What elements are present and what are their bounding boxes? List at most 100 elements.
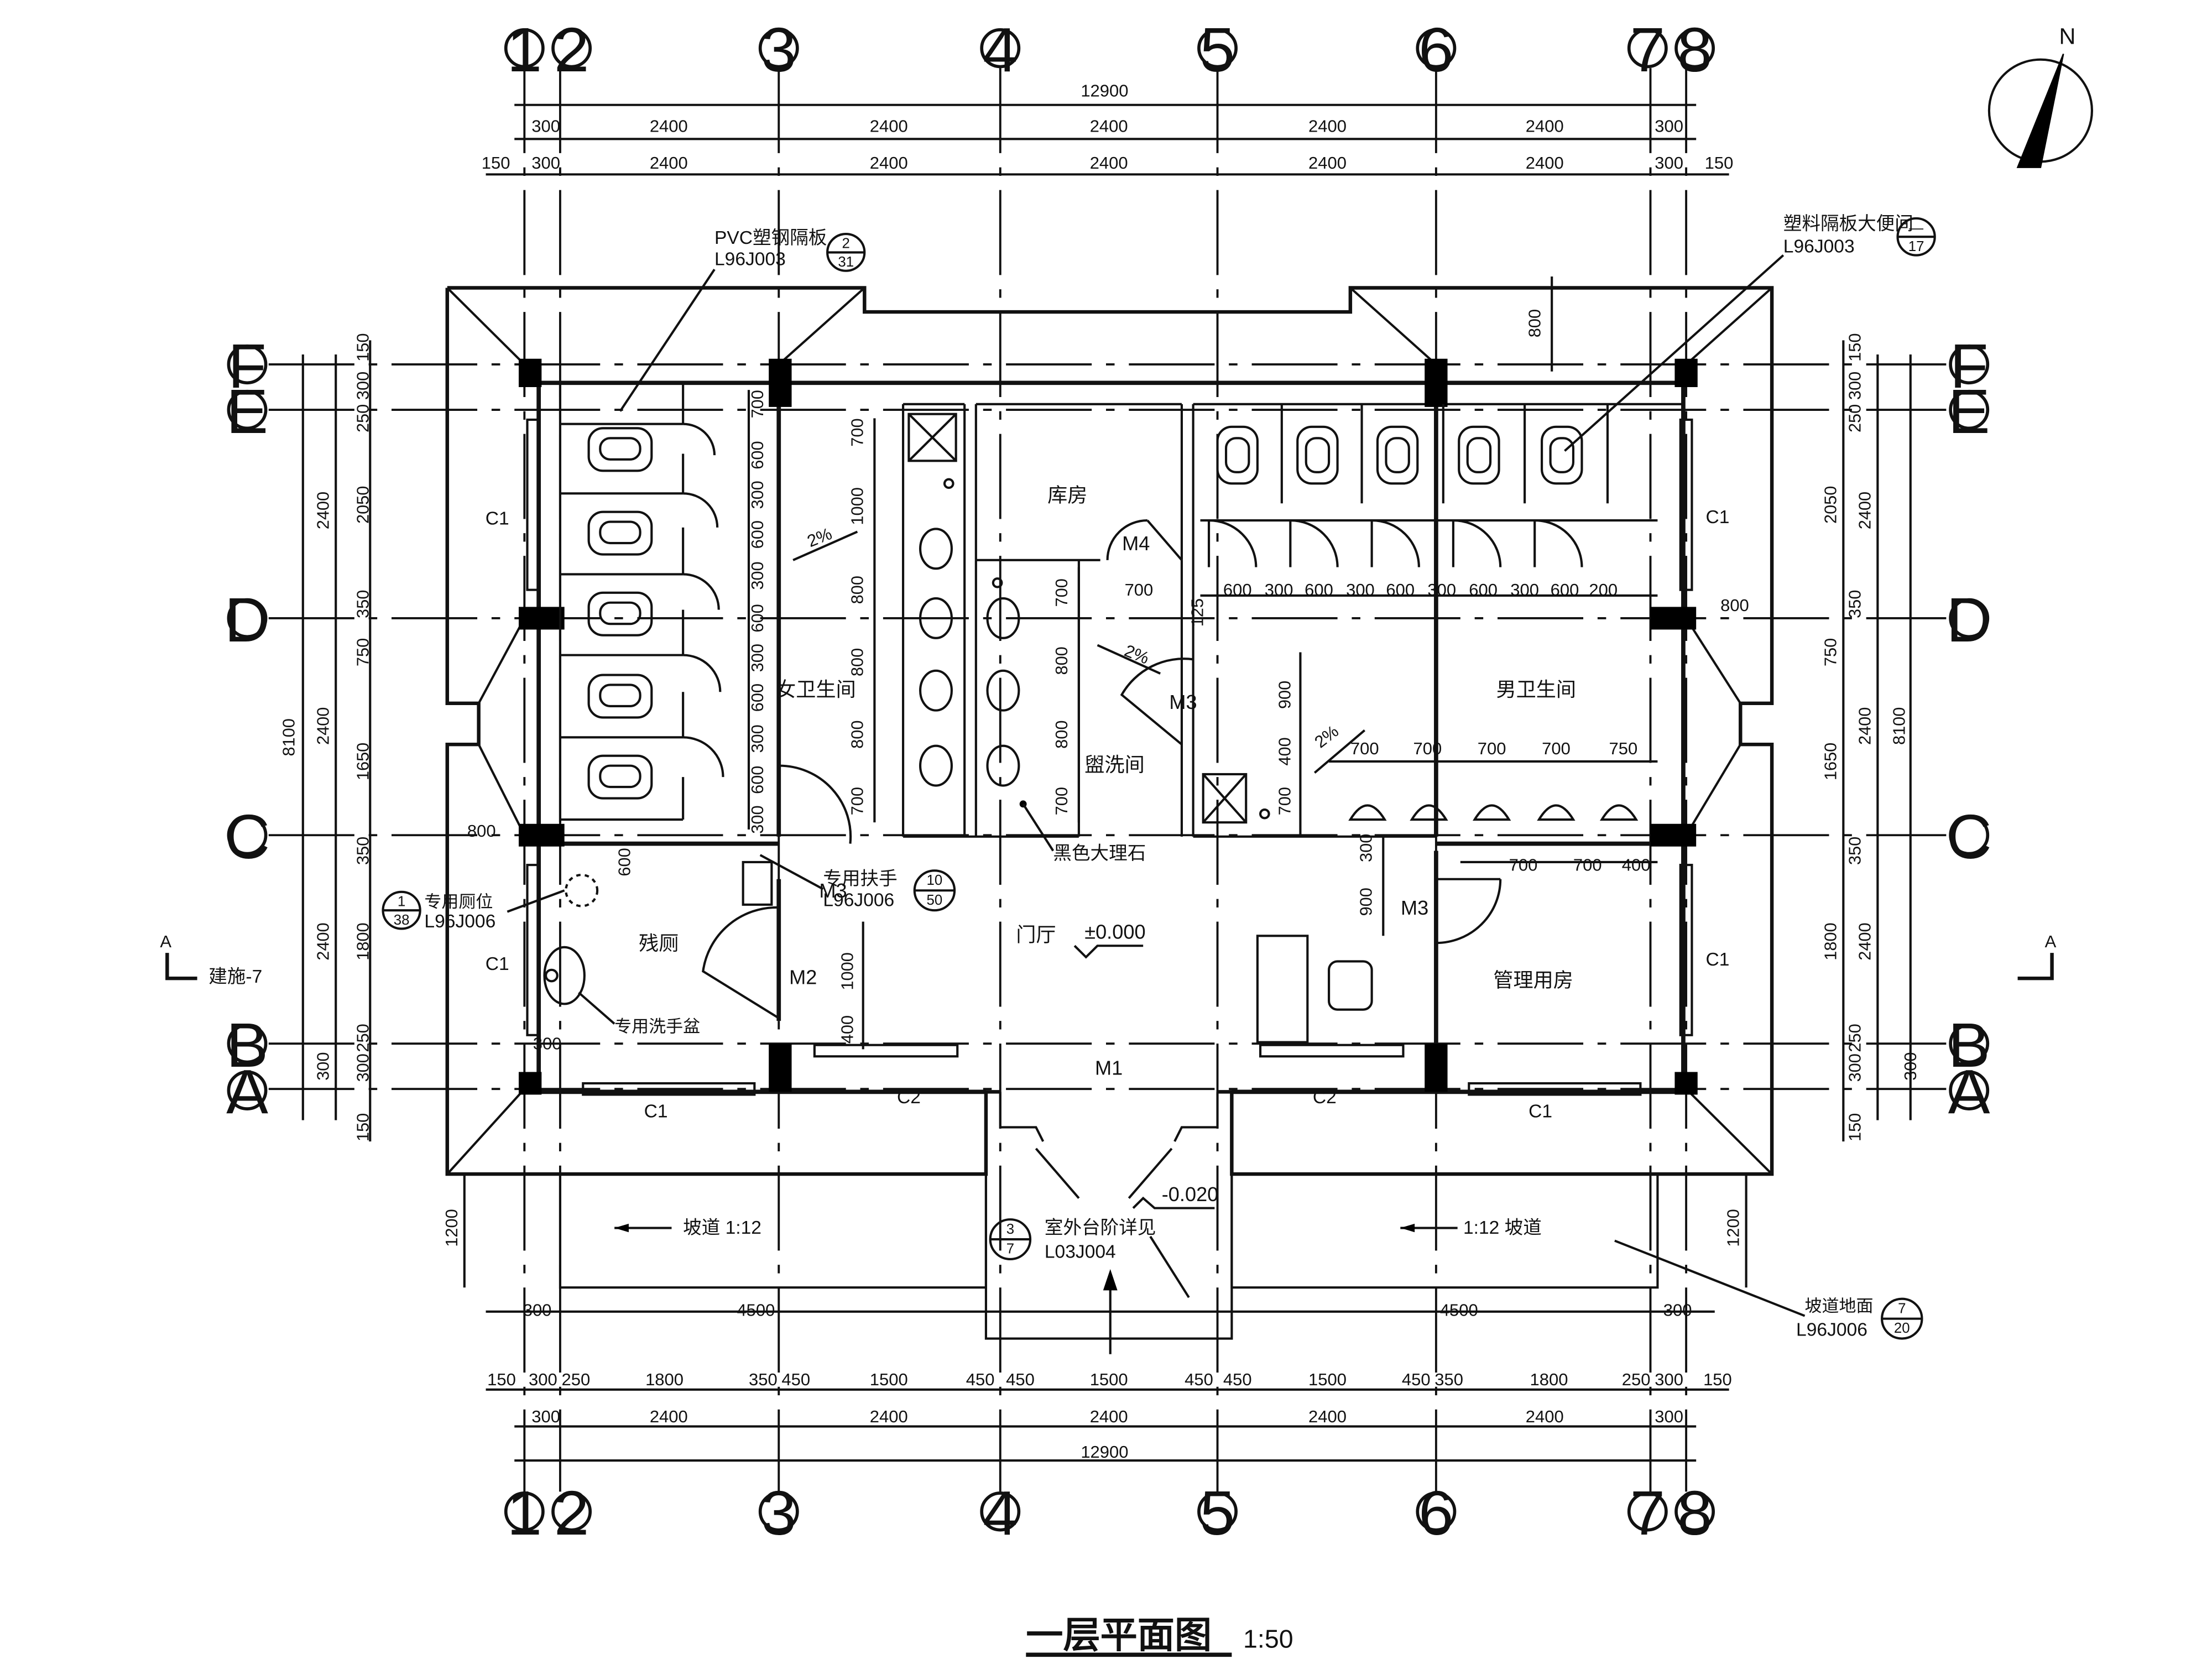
dim-left-o-7: 1650 [353,743,373,780]
door-m1-label: M1 [1095,1057,1123,1079]
svg-text:C: C [225,802,270,872]
misc-dimensions: 800 800 800 [467,276,1749,841]
title-main: 一层平面图 [1026,1615,1212,1656]
svg-text:2: 2 [554,1478,589,1548]
note-steps-ref: L03J004 [1045,1241,1116,1262]
dim-125: 125 [1188,598,1207,627]
axis-bubble-F-right: F [1949,331,1990,401]
room-hall: 门厅 [1016,924,1056,946]
section-mark-right: A [2045,932,2057,951]
dim-left-o-1: 300 [353,372,373,400]
note-marble: 黑色大理石 [1053,843,1146,864]
dim-male-v-2: 700 [1275,787,1294,815]
dim-top-r1-2: 2400 [870,117,908,136]
dim-right-mid-2: 2400 [1855,922,1874,960]
axis-bubbles-right: F E D C B A [1947,331,1992,1126]
dim-m4: 700 [1125,580,1154,599]
dim-1200-left: 1200 [442,1209,461,1246]
dim-male-7: 300 [1510,580,1539,599]
dim-left-o-5: 750 [353,638,373,666]
door-m3-label-a: M3 [1169,691,1197,713]
dim-left-total: 8100 [279,718,298,756]
dim-bot-r2-6: 300 [1655,1407,1683,1426]
axis-bubble-2-bottom: 2 [551,1478,592,1548]
dim-left-mid-1: 2400 [313,707,332,745]
dim-male-v-0: 900 [1275,681,1294,709]
svg-text:4: 4 [983,14,1018,85]
dim-right-o-10: 300 [1845,1053,1864,1082]
note-handrail-ref: L96J006 [823,890,894,911]
window-c1-left-bottom: C1 [486,954,509,974]
axis-bubble-E-right: E [1948,376,1990,446]
note-basin: 专用洗手盆 [614,1017,700,1036]
ramp-right-label: 1:12 坡道 [1463,1218,1542,1238]
axis-bubble-4-bottom: 4 [980,1478,1021,1548]
room-management: 管理用房 [1493,969,1573,992]
squat-toilet-icon [587,591,653,637]
axis-bubble-3-bottom: 3 [758,1478,799,1548]
dim-right-o-4: 350 [1845,590,1864,618]
dim-bot-r1-10: 450 [1185,1370,1213,1389]
svg-text:F: F [1950,331,1988,401]
axis-bubble-6-bottom: 6 [1416,1478,1457,1548]
dim-800-top: 800 [1525,309,1544,337]
room-male: 男卫生间 [1496,678,1576,701]
dim-top-r2-4: 2400 [1090,153,1128,173]
dim-urinal-0: 700 [1350,739,1379,758]
note-toilet: 专用厕位 [424,892,493,911]
windows: C1 C1 C1 C1 C1 C1 C2 C2 [486,418,1729,1121]
svg-text:B: B [1948,1010,1990,1080]
dim-top-r1-5: 2400 [1526,117,1564,136]
dim-bot-r1-11: 450 [1223,1370,1252,1389]
axis-bubble-1-bottom: 1 [504,1478,545,1548]
dim-bot-r1-1: 300 [529,1370,557,1389]
axis-bubble-F-left: F [227,331,268,401]
dim-ramp-2: 4500 [1440,1301,1478,1320]
dim-top-r1-4: 2400 [1308,117,1347,136]
dim-top-r2-2: 2400 [650,153,688,173]
squat-toilet-icon [587,754,653,800]
left-dimensions: 8100 2400 2400 2400 300 150 300 250 2050… [279,333,373,1142]
top-dimensions: 12900 300 2400 2400 2400 2400 2400 300 1… [482,81,1733,176]
svg-text:7: 7 [1630,14,1665,85]
note-pvc-den: 31 [838,254,854,270]
room-labels: 女卫生间 男卫生间 库房 盥洗间 门厅 残厕 管理用房 [639,484,1576,992]
dim-bot-r1-5: 450 [781,1370,810,1389]
dim-ramp-3: 300 [1663,1301,1692,1320]
note-pvc: PVC塑钢隔板 [714,228,827,248]
dim-right-o-7: 350 [1845,837,1864,865]
note-steps-num: 3 [1006,1222,1014,1237]
squat-toilet-icon [1541,425,1583,485]
dim-mgmt-v-0: 300 [1357,834,1376,862]
dim-bot-total: 12900 [1081,1442,1128,1462]
svg-text:C: C [1947,802,1992,872]
dim-mgmt-0: 700 [1509,855,1538,874]
north-compass: N [1987,24,2094,168]
axis-bubble-A-right: A [1948,1057,1990,1127]
dim-top-r1-3: 2400 [1090,117,1128,136]
dim-bot-r1-14: 350 [1434,1370,1463,1389]
dim-left-o-9: 1800 [353,922,373,960]
note-ramp-floor-den: 20 [1894,1321,1910,1336]
dim-left-o-0: 150 [353,333,373,362]
axis-bubble-6: 6 [1416,14,1457,85]
dim-ramp-1: 4500 [737,1301,775,1320]
axis-bubble-D-left: D [225,585,270,655]
note-toilet-num: 1 [398,894,405,910]
svg-text:8: 8 [1677,1478,1712,1548]
dim-left-o-12: 150 [353,1113,373,1141]
axis-bubble-7: 7 [1627,14,1668,85]
note-handrail: 专用扶手 [823,869,897,889]
axis-bubble-D-right: D [1947,585,1992,655]
dim-acc-v-0: 1000 [838,952,857,990]
note-plastic-num: — [1909,221,1923,236]
dim-female-1: 600 [748,441,767,469]
dim-right-o-11: 150 [1845,1113,1864,1141]
axis-bubble-B-right: B [1948,1010,1990,1080]
dim-300-left: 300 [533,1034,562,1053]
north-label: N [2059,24,2076,49]
dim-urinal-3: 700 [1542,739,1571,758]
dim-top-r2-0: 150 [482,153,510,173]
note-ramp-floor: 坡道地面 [1805,1296,1874,1316]
squat-toilet-icon [1458,425,1500,485]
